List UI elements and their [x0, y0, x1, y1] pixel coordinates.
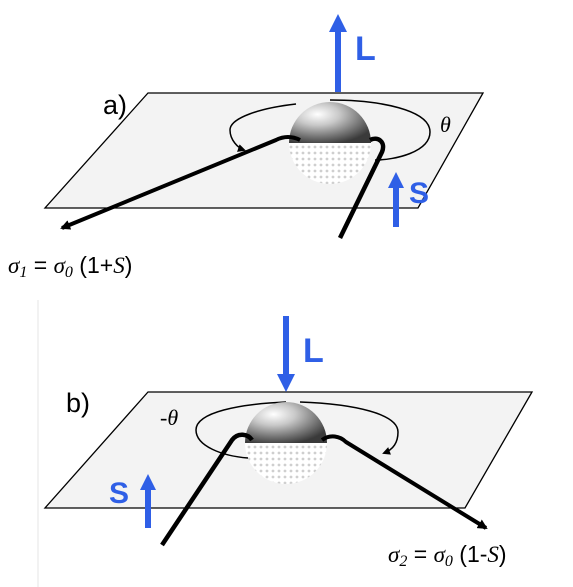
panel-label-b: b): [66, 388, 90, 418]
vector-L-a: [329, 14, 347, 92]
angle-arc-a: [329, 99, 431, 161]
ball-upper-a: [289, 102, 371, 143]
ball-lower-a: [289, 143, 371, 184]
track-out-a: [60, 135, 301, 230]
angle-label-a: θ: [440, 112, 451, 137]
plane-a: [43, 92, 485, 209]
vector-L-label-b: L: [303, 332, 324, 370]
vector-S-a: [388, 172, 404, 227]
formula-a: σ1 = σ0 (1+S): [8, 252, 132, 281]
angle-label-b: -θ: [160, 405, 178, 430]
formula-b: σ2 = σ0 (1-S): [388, 541, 507, 570]
vector-S-label-b: S: [109, 477, 129, 510]
panel-a: L S a) θ σ1 = σ0 (1+S): [8, 14, 485, 281]
vector-S-label-a: S: [409, 177, 429, 210]
vector-S-b: [140, 474, 156, 528]
vector-L-b: [277, 316, 295, 392]
ball-upper-b: [245, 402, 327, 443]
track-in-b: [160, 432, 254, 547]
track-in-a: [337, 136, 386, 239]
vector-L-label-a: L: [355, 30, 376, 68]
track-out-b: [320, 434, 488, 530]
panel-label-a: a): [103, 90, 127, 120]
ball-lower-b: [245, 443, 327, 484]
panel-b: L S b) -θ σ2 = σ0 (1-S): [43, 316, 534, 570]
